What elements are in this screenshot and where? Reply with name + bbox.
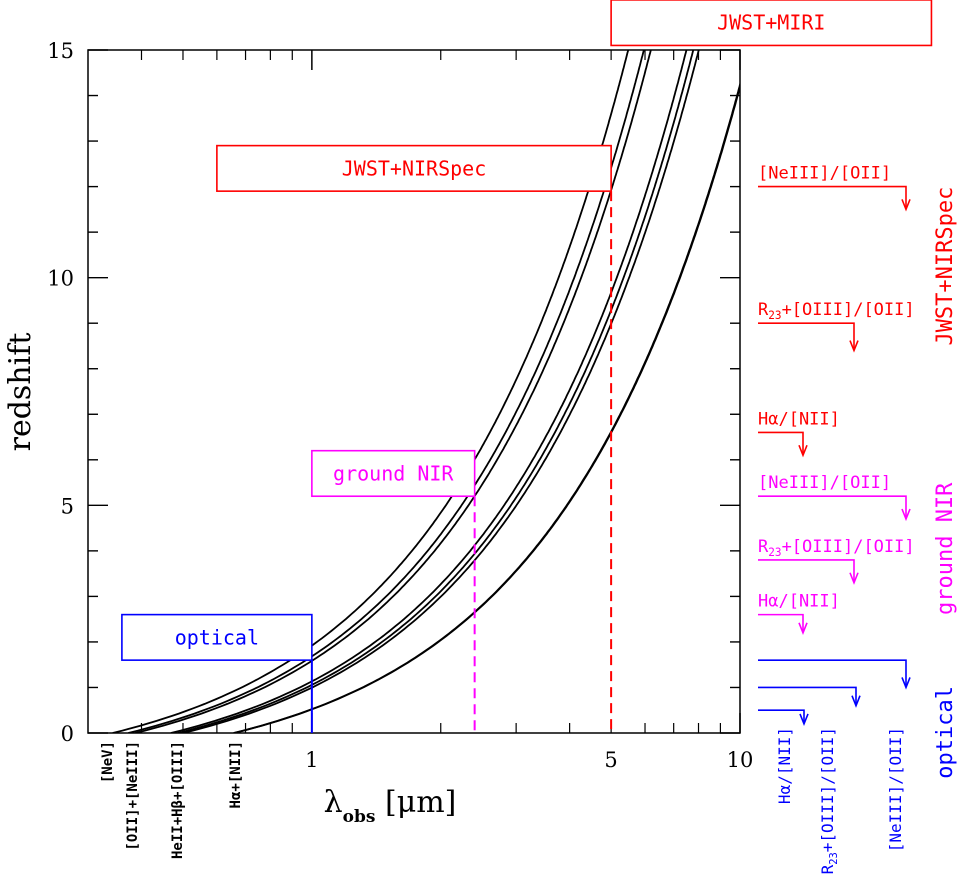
instrument-box [311, 449, 476, 498]
instrument-box [121, 613, 313, 661]
diagnostic-label: [NeIII]/[OII] [886, 727, 905, 852]
diagnostic-arrowhead [798, 622, 808, 635]
x-axis-title: λobs [μm] [324, 785, 457, 827]
diagnostic-arrowhead [798, 444, 808, 458]
diagnostic-arrowhead [799, 713, 809, 727]
y-axis-title: redshift [3, 333, 38, 452]
emission-line-label: [NeV] [100, 741, 116, 783]
diagnostic-label: [NeIII]/[OII] [758, 473, 891, 493]
diagnostic-label: R23+[OIII]/[OII] [758, 300, 915, 322]
redshift-curve [170, 50, 688, 733]
diagnostic-label: Hα/[NII] [758, 409, 840, 429]
redshift-curve [182, 50, 700, 733]
axis-ticks [88, 49, 741, 734]
instrument-box-label: JWST+NIRSpec [342, 156, 487, 180]
diagnostic-arrow [758, 495, 907, 517]
diagnostic-arrow [758, 659, 907, 686]
diagnostic-arrowhead [851, 695, 861, 708]
side-group-label: ground NIR [933, 482, 958, 615]
side-group-label: optical [933, 686, 958, 779]
emission-line-labels: [NeV] [OII]+[NeIII] HeII+Hβ+[OIII] Hα+[NII] [100, 741, 244, 859]
diagnostic-label: R23+[OIII]/[OII] [818, 727, 840, 874]
redshift-curve [135, 50, 652, 733]
diagnostic-arrow [758, 613, 804, 631]
x-tick-label: 10 [727, 748, 754, 772]
redshift-curve [112, 50, 630, 733]
redshift-curve [177, 50, 695, 733]
instrument-boxes: optical ground NIR JWST+NIRSpec JWST+MIRI [121, 0, 933, 733]
redshift-curve [233, 83, 740, 733]
y-tick-label: 10 [47, 267, 74, 291]
x-tick-label: 5 [604, 748, 617, 772]
diagnostic-label: R23+[OIII]/[OII] [758, 537, 915, 559]
emission-line-label: [OII]+[NeIII] [125, 741, 141, 851]
diagnostic-arrow [758, 185, 907, 208]
instrument-box [610, 0, 933, 47]
instrument-box-label: optical [175, 625, 259, 649]
y-tick-label: 5 [61, 494, 74, 518]
diagnostic-arrowhead [901, 677, 911, 690]
diagnostic-arrow [758, 559, 855, 581]
instrument-box-label: ground NIR [333, 461, 454, 485]
redshift-curves [112, 50, 740, 733]
diagnostic-arrow [758, 709, 805, 722]
emission-line-label: Hα+[NII] [228, 741, 244, 808]
y-tick-label: 0 [61, 722, 74, 746]
diagnostic-arrow [758, 431, 804, 454]
redshift-curve [128, 50, 645, 733]
diagnostic-arrow [758, 686, 857, 704]
diagnostic-arrowhead [849, 340, 859, 353]
y-tick-label: 15 [47, 39, 74, 63]
diagnostic-arrowhead [901, 508, 911, 522]
diagnostic-arrowhead [901, 199, 911, 212]
side-group-label: JWST+NIRSpec [933, 187, 958, 346]
plot-frame [87, 49, 741, 734]
diagnostic-label: [NeIII]/[OII] [758, 164, 891, 184]
instrument-box [216, 144, 612, 192]
diagnostic-label: Hα/[NII] [758, 592, 840, 612]
x-tick-label: 1 [305, 748, 318, 772]
diagnostic-label: Hα/[NII] [775, 727, 794, 804]
diagnostic-arrow [758, 322, 855, 349]
instrument-box-label: JWST+MIRI [717, 11, 825, 35]
emission-line-label: HeII+Hβ+[OIII] [170, 741, 186, 859]
diagnostic-side-panel: [NeIII]/[OII] R23+[OIII]/[OII] Hα/[NII] JWS… [758, 164, 958, 874]
diagnostic-arrowhead [849, 572, 859, 585]
